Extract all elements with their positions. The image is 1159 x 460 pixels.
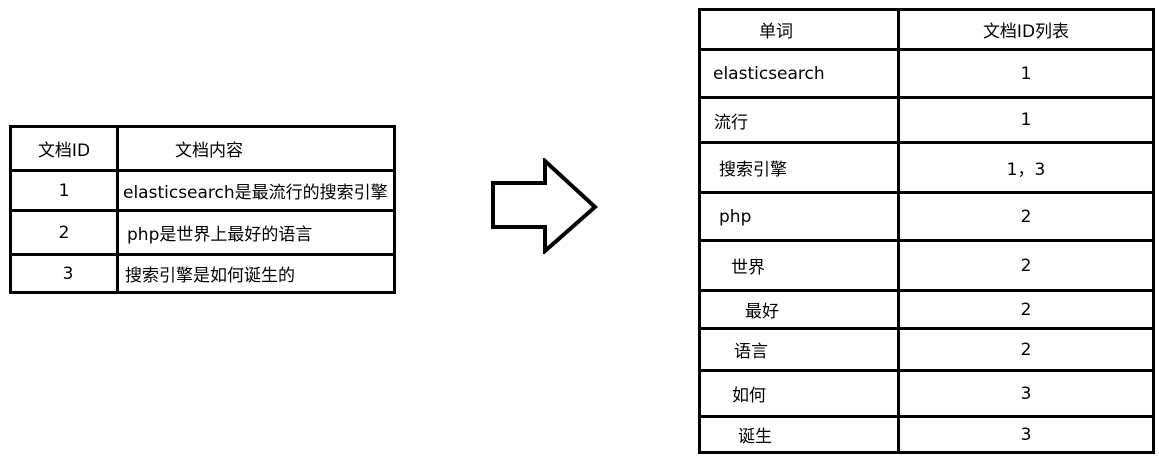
doc-ids-cell: 2 [897, 239, 1155, 292]
doc-ids-cell: 2 [897, 289, 1155, 330]
header-doc-id-label: 文档ID [37, 141, 91, 161]
doc-id-label: 3 [62, 263, 74, 284]
term-label: 最好 [745, 302, 779, 322]
table-row: elasticsearch 1 [698, 48, 1155, 99]
doc-ids-cell: 1，3 [897, 141, 1155, 194]
doc-content-label: 搜索引擎是如何诞生的 [125, 266, 295, 286]
table-row: 1 elasticsearch是最流行的搜索引擎 [9, 169, 396, 212]
table-row: 搜索引擎 1，3 [698, 141, 1155, 194]
header-doc-content-label: 文档内容 [175, 141, 243, 161]
term-cell: 诞生 [698, 415, 900, 454]
doc-id-cell: 3 [9, 253, 119, 294]
doc-id-cell: 2 [9, 209, 119, 256]
doc-ids-cell: 3 [897, 369, 1155, 418]
table-row: 最好 2 [698, 289, 1155, 330]
doc-content-label: php是世界上最好的语言 [127, 225, 313, 245]
doc-content-cell: elasticsearch是最流行的搜索引擎 [116, 169, 396, 212]
table-row: 诞生 3 [698, 415, 1155, 454]
term-label: 诞生 [738, 427, 772, 447]
term-label: php [719, 206, 752, 227]
right-arrow-icon [491, 158, 598, 254]
term-label: 如何 [732, 386, 766, 406]
doc-ids-cell: 1 [897, 96, 1155, 144]
header-doc-id: 文档ID [9, 125, 119, 172]
inverted-index-table: 单词 文档ID列表 elasticsearch 1 流行 1 搜索引擎 1，3 … [698, 8, 1155, 454]
header-term: 单词 [698, 8, 900, 51]
doc-ids-cell: 1 [897, 48, 1155, 99]
term-label: 搜索引擎 [719, 160, 787, 180]
document-table: 文档ID 文档内容 1 elasticsearch是最流行的搜索引擎 2 php… [9, 125, 396, 294]
term-cell: php [698, 191, 900, 242]
term-cell: 流行 [698, 96, 900, 144]
term-cell: 如何 [698, 369, 900, 418]
term-label: 语言 [734, 342, 768, 362]
table-row: php 2 [698, 191, 1155, 242]
document-table-header: 文档ID 文档内容 [9, 125, 396, 172]
term-cell: 语言 [698, 327, 900, 372]
term-label: elasticsearch [713, 63, 825, 84]
term-cell: elasticsearch [698, 48, 900, 99]
term-label: 流行 [714, 112, 748, 133]
doc-content-cell: 搜索引擎是如何诞生的 [116, 253, 396, 294]
table-row: 世界 2 [698, 239, 1155, 292]
term-cell: 搜索引擎 [698, 141, 900, 194]
doc-ids-cell: 2 [897, 191, 1155, 242]
doc-ids-cell: 2 [897, 327, 1155, 372]
term-cell: 世界 [698, 239, 900, 292]
table-row: 语言 2 [698, 327, 1155, 372]
header-doc-content: 文档内容 [116, 125, 396, 172]
table-row: 3 搜索引擎是如何诞生的 [9, 253, 396, 294]
doc-ids-cell: 3 [897, 415, 1155, 454]
term-label: 世界 [731, 258, 765, 278]
table-row: 2 php是世界上最好的语言 [9, 209, 396, 256]
doc-id-cell: 1 [9, 169, 119, 212]
table-row: 流行 1 [698, 96, 1155, 144]
header-term-label: 单词 [759, 22, 793, 42]
term-cell: 最好 [698, 289, 900, 330]
table-row: 如何 3 [698, 369, 1155, 418]
doc-content-cell: php是世界上最好的语言 [116, 209, 396, 256]
header-doc-id-list: 文档ID列表 [897, 8, 1155, 51]
inverted-index-header: 单词 文档ID列表 [698, 8, 1155, 51]
